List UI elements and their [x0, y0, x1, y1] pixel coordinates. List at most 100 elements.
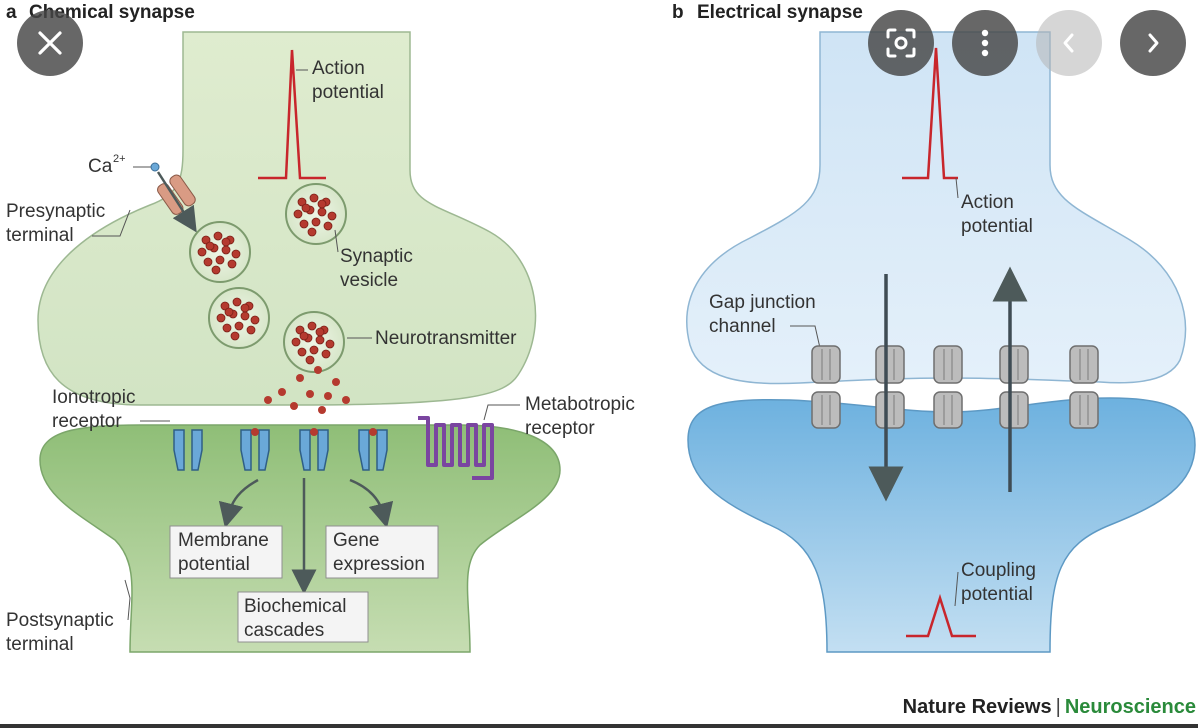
neurotransmitter-molecule: [317, 199, 327, 209]
neurotransmitter-molecule: [293, 209, 303, 219]
neurotransmitter-molecule: [299, 219, 309, 229]
visual-search-button[interactable]: [868, 10, 934, 76]
neurotransmitter-molecule: [296, 374, 304, 382]
neurotransmitter-molecule: [240, 303, 250, 313]
neurotransmitter-molecule: [215, 255, 225, 265]
neurotransmitter-molecule: [290, 402, 298, 410]
neurotransmitter-molecule: [323, 221, 333, 231]
calcium-influx-arrow: [156, 171, 197, 233]
neurotransmitter-molecule: [321, 349, 331, 359]
neurotransmitter-molecule: [203, 257, 213, 267]
postsynaptic-terminal: [39, 424, 561, 653]
label-action-potential-line2: potential: [312, 82, 384, 103]
neurotransmitter-molecule: [325, 339, 335, 349]
gap-junction-channel: [811, 345, 841, 429]
leader-line: [954, 571, 959, 607]
neurotransmitter-molecule: [301, 203, 311, 213]
label-gap-junction-line1: Gap junction: [709, 292, 816, 313]
journal-section: Neuroscience: [1064, 696, 1196, 718]
label-presynaptic-line1: Presynaptic: [6, 201, 105, 222]
neurotransmitter-molecule: [315, 327, 325, 337]
neurotransmitter-molecule: [231, 249, 241, 259]
neurotransmitter-molecule: [305, 355, 315, 365]
label-calcium-charge: 2+: [113, 153, 126, 165]
action-potential-spike-b: [902, 47, 958, 180]
neurotransmitter-molecule: [317, 207, 327, 217]
next-image-button[interactable]: [1120, 10, 1186, 76]
ionotropic-receptor: [240, 428, 270, 471]
neurotransmitter-molecule: [227, 259, 237, 269]
neurotransmitter-molecule: [201, 235, 211, 245]
neurotransmitter-molecule: [264, 396, 272, 404]
neurotransmitter-molecule: [232, 297, 242, 307]
ionotropic-receptor: [173, 429, 203, 471]
neurotransmitter-molecule: [306, 390, 314, 398]
neurotransmitter-molecule: [314, 366, 322, 374]
label-neurotransmitter: Neurotransmitter: [375, 328, 517, 349]
neurotransmitter-molecule: [224, 307, 234, 317]
leader-line: [955, 177, 959, 199]
label-gap-junction-line2: channel: [709, 316, 776, 337]
chevron-left-icon: [1063, 33, 1074, 53]
neurotransmitter-molecule: [213, 231, 223, 241]
panel-b-title: Electrical synapse: [697, 2, 863, 23]
gap-junction-channel: [1069, 345, 1099, 429]
label-ionotropic-line1: Ionotropic: [52, 387, 135, 408]
neurotransmitter-molecule: [205, 241, 215, 251]
neurotransmitter-molecule: [278, 388, 286, 396]
neurotransmitter-molecule: [291, 337, 301, 347]
calcium-ion: [150, 162, 160, 172]
neurotransmitter-molecule: [295, 325, 305, 335]
label-b-action-potential-line2: potential: [961, 216, 1033, 237]
label-postsynaptic-line2: terminal: [6, 634, 74, 655]
synaptic-vesicles: [189, 183, 347, 373]
gap-junction-channels: [811, 345, 1099, 429]
credit-separator: |: [1055, 696, 1061, 718]
leader-line: [790, 325, 821, 349]
label-ionotropic-line2: receptor: [52, 411, 122, 432]
label-presynaptic-line2: terminal: [6, 225, 74, 246]
neurotransmitter-molecule: [221, 245, 231, 255]
close-viewer-button[interactable]: [17, 10, 83, 76]
synaptic-vesicle: [208, 287, 270, 349]
bound-neurotransmitter: [251, 428, 259, 436]
previous-image-button[interactable]: [1036, 10, 1102, 76]
gap-junction-channel: [875, 345, 905, 429]
neurotransmitter-molecule: [211, 265, 221, 275]
neurotransmitter-molecule: [311, 217, 321, 227]
neurotransmitter-molecule: [342, 396, 350, 404]
neurotransmitter-molecule: [230, 331, 240, 341]
neurotransmitter-molecule: [246, 325, 256, 335]
neurotransmitter-molecule: [250, 315, 260, 325]
label-metabotropic-line1: Metabotropic: [525, 394, 635, 415]
label-b-action-potential-line1: Action: [961, 192, 1014, 213]
ionotropic-receptor: [299, 428, 329, 471]
neurotransmitter-molecule: [297, 197, 307, 207]
synaptic-vesicle: [285, 183, 347, 245]
chevron-right-icon: [1148, 33, 1159, 53]
more-options-button[interactable]: [952, 10, 1018, 76]
more-vertical-icon: [981, 29, 989, 57]
leader-line: [124, 579, 131, 621]
synaptic-vesicle: [283, 311, 345, 373]
label-synaptic-vesicle-line2: vesicle: [340, 270, 398, 291]
neurotransmitter-molecule: [332, 378, 340, 386]
neurotransmitter-molecule: [234, 321, 244, 331]
box-biochemical-cascades: [237, 591, 369, 643]
neurotransmitter-molecule: [307, 227, 317, 237]
neurotransmitter-molecule: [221, 237, 231, 247]
ionotropic-receptor: [358, 428, 388, 471]
box-membrane-potential: [169, 525, 283, 579]
neurotransmitter-molecule: [299, 331, 309, 341]
close-icon: [38, 31, 62, 55]
synaptic-vesicle: [189, 221, 251, 283]
visual-search-icon: [886, 28, 916, 58]
box-gene-expression: [325, 525, 439, 579]
label-calcium: Ca: [88, 156, 113, 177]
neurotransmitter-molecule: [216, 313, 226, 323]
ionotropic-receptors: [173, 428, 388, 471]
gap-junction-channel: [933, 345, 963, 429]
box-membrane-potential-line1: Membrane: [178, 530, 269, 551]
gap-junction-channel: [999, 345, 1029, 429]
box-biochemical-cascades-line1: Biochemical: [244, 596, 346, 617]
